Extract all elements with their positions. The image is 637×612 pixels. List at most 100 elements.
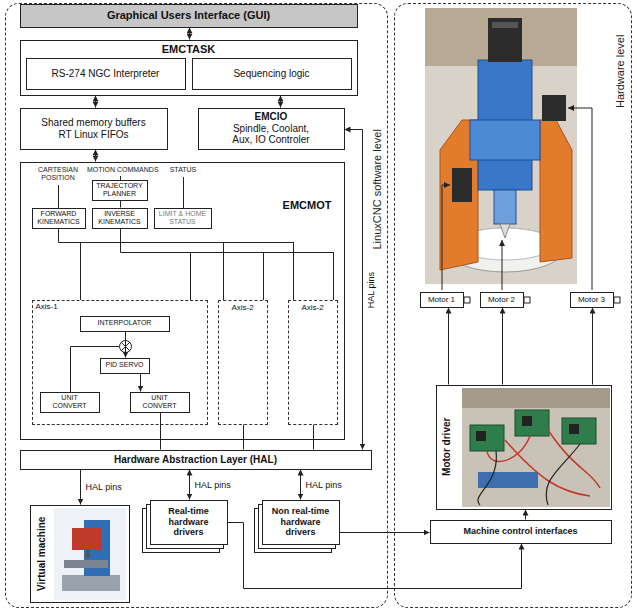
robot-photo [492,22,518,28]
signal-bus [58,185,59,208]
node-note: Spindle, Coolant, Aux, IO Controler [226,123,316,146]
signal-label: STATUS [160,166,206,174]
signal-bus [80,242,81,300]
signal-bus [160,412,161,425]
node-label: PID SERVO [106,361,144,369]
connector [592,308,593,385]
signal-bus [223,242,224,300]
robot-photo [425,8,577,284]
signal-bus [293,242,294,300]
motor-shaft-lines [442,108,592,290]
motor-shaft-lines [442,185,450,290]
process-box: FORWARD KINEMATICS [32,208,86,229]
node-label: Graphical Users Interface (GUI) [107,9,270,22]
signal-bus [59,176,334,425]
signal-bus [190,252,191,300]
node-label: LIMIT & HOME STATUS [157,210,209,226]
virtual-machine-image [64,560,108,568]
virtual-machine-image [72,528,102,550]
connector [313,425,314,450]
process-box: TRAJECTORY PLANNER [92,180,148,201]
motor-box: Motor 1 [420,292,464,308]
signal-label: CARTESIAN POSITION [33,166,83,182]
buffer-box: Shared memory buffers RT Linux FIFOs [20,108,168,150]
node-label: Motor driver [441,417,453,475]
connector [80,470,81,505]
connector [95,150,96,162]
motor-driver-photo [515,410,549,436]
node-label: INVERSE KINEMATICS [95,210,145,226]
node-label: Motor 1 [428,295,455,304]
node-label: FORWARD KINEMATICS [35,210,83,226]
connector [120,201,121,208]
signal-bus [263,252,264,300]
node-label: Virtual machine [36,516,48,590]
io-controller-box: EMCIOSpindle, Coolant, Aux, IO Controler [198,108,345,150]
node-label: UNIT CONVERT [142,394,178,410]
process-box: INTERPOLATOR [80,316,170,332]
connector [243,425,244,450]
servo-box: PID SERVO [100,358,150,374]
node-label: Shared memory buffers RT Linux FIFOs [39,117,149,140]
motor-driver-photo [470,425,504,451]
signal-bus [183,177,184,208]
motor-box: Motor 3 [570,292,614,308]
robot-photo [425,8,577,284]
node-label: Non real-time hardware drivers [269,506,333,537]
node-label: Sequencing logic [233,68,309,80]
node-label: Axis-2 [219,303,267,312]
motor-driver-photo [478,444,580,505]
robot-photo [542,95,566,121]
signal-bus [333,252,334,300]
connector [280,96,281,108]
signal-label: MOTION COMMANDS [87,166,153,174]
connector [140,374,141,392]
motor-driver-box: Motor driver [436,385,612,510]
connector [345,130,363,450]
hardware-region: Hardware levelMotor 1 Motor 2 Motor 3 Motor… [394,3,632,608]
robot-photo [470,120,540,160]
connector [95,96,96,108]
node-label: EMCTASK [21,43,357,56]
motor-shaft-stub [464,297,470,303]
motor-driver-photo [462,388,610,408]
robot-photo [452,168,472,202]
connector [340,532,430,533]
driver-box: Non real-time hardware drivers [262,500,340,545]
motor-shaft-stub [524,297,530,303]
connector [502,308,503,385]
signal-bus [121,228,334,253]
motor-driver-photo [462,388,610,507]
robot-photo [494,190,516,224]
node-label: LinuxCNC software level [370,129,383,249]
node-label: Axis-1 [36,302,58,311]
connector [300,470,301,500]
process-box: INVERSE KINEMATICS [92,208,148,229]
signal-bus [59,228,294,243]
motor-box: Motor 2 [480,292,524,308]
node-label: EMCMOT [283,199,332,212]
process-box: UNIT CONVERT [130,392,190,413]
edge-label: HAL pins [194,480,232,490]
connector [189,470,190,500]
connector [189,28,190,40]
node-label: Motor 2 [488,295,515,304]
edge-label: HAL pins [85,482,123,492]
virtual-machine-image [62,575,120,591]
gui-bar: Graphical Users Interface (GUI) [20,4,358,28]
node-label: Machine control interfaces [463,526,577,536]
node-label: Hardware level [614,35,627,108]
robot-photo [488,18,522,62]
motor-driver-photo [476,431,486,441]
virtual-machine-box: Virtual machine [30,505,130,603]
node-label: RS-274 NGC Interpreter [52,68,160,80]
motor-driver-photo [562,418,596,444]
process-box: UNIT CONVERT [40,392,100,413]
axis-group: Axis-2 [218,300,268,425]
connector [125,332,126,358]
motor-driver-photo [569,424,579,434]
axis-group: Axis-1INTERPOLATOR PID SERVO UNIT CONVERT U… [32,300,208,425]
node-label: EMCIO [255,111,288,123]
status-box: LIMIT & HOME STATUS [154,208,212,229]
